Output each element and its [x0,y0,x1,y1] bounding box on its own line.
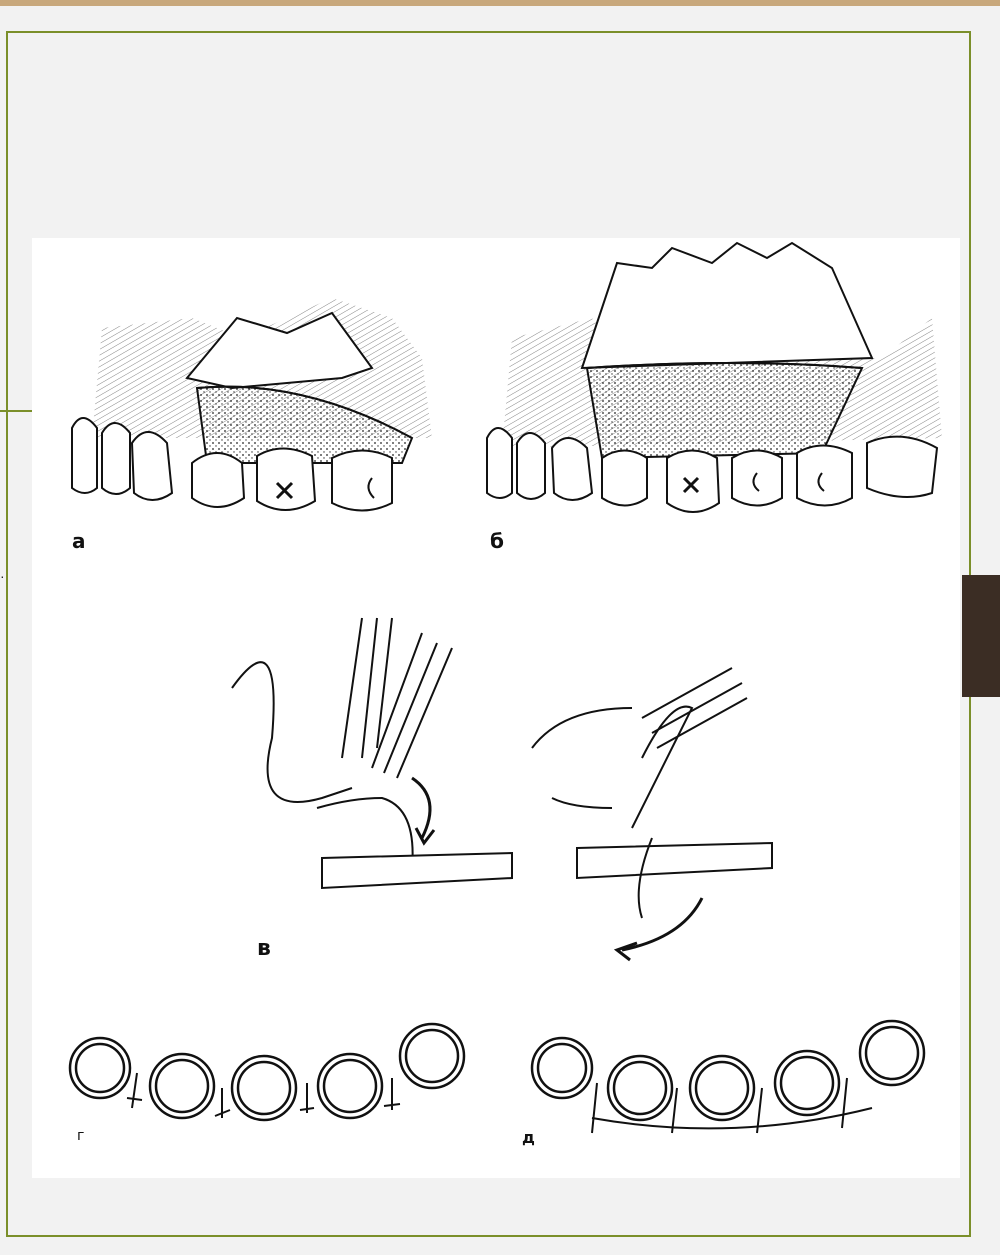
panel-label-g: г [77,1128,84,1144]
accent-line [0,410,32,412]
panel-label-v: в [257,936,271,961]
panel-a-drawing [72,298,432,511]
panel-label-b: б [490,529,504,553]
panel-g-drawing [70,1024,464,1120]
panel-d-drawing [532,1021,924,1133]
panel-v-drawing [232,618,772,960]
surgical-suture-illustration: а б в г д [32,238,960,1178]
panel-label-d: д [522,1128,535,1147]
panel-label-a: а [72,529,86,553]
illustration-drawing [32,238,960,1178]
side-tab [962,575,1000,697]
slide-top-bar [0,0,1000,6]
panel-b-drawing [487,243,942,512]
bullet-mark: · [0,568,5,584]
